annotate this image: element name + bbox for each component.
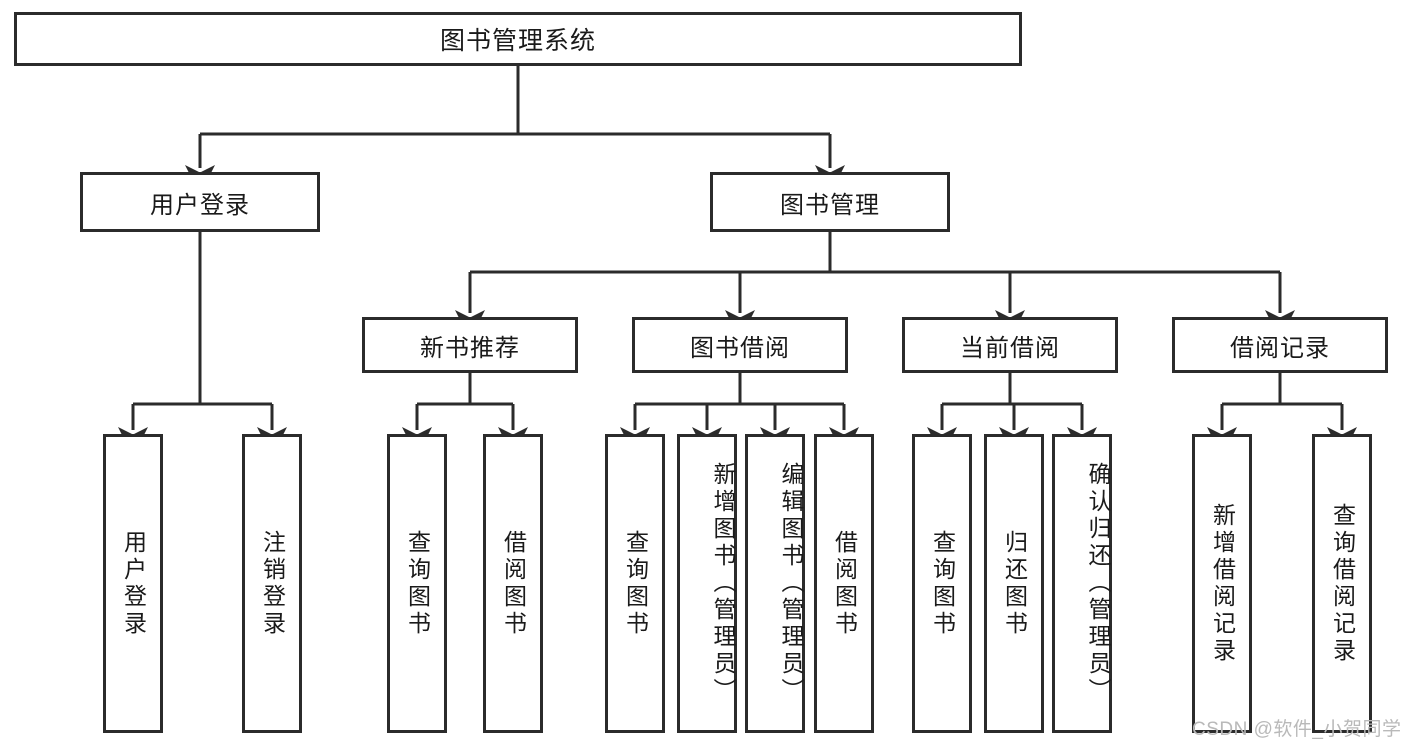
node-new-book-rec: 新书推荐 [362,317,578,373]
node-leaf-add-book-admin: 新增图书（管理员） [677,434,737,733]
node-label: 图书借阅 [690,334,790,362]
node-borrow-record: 借阅记录 [1172,317,1388,373]
node-label: 查询图书 [404,529,431,638]
node-label: 查询借阅记录 [1329,502,1356,665]
node-label: 查询图书 [929,529,956,638]
node-label: 用户登录 [150,191,250,219]
node-label: 注销登录 [259,529,286,638]
node-label: 当前借阅 [960,334,1060,362]
node-label: 确认归还（管理员） [1085,462,1111,705]
node-label: 图书管理系统 [439,27,596,55]
node-leaf-query-book-cur: 查询图书 [912,434,972,733]
node-leaf-borrow-book-rec: 借阅图书 [483,434,543,733]
node-label: 新增借阅记录 [1209,502,1236,665]
node-current-borrow: 当前借阅 [902,317,1118,373]
node-label: 归还图书 [1001,529,1028,638]
node-leaf-user-login: 用户登录 [103,434,163,733]
node-leaf-add-borrow-record: 新增借阅记录 [1192,434,1252,733]
node-book-borrow: 图书借阅 [632,317,848,373]
node-leaf-return-book: 归还图书 [984,434,1044,733]
node-label: 图书管理 [780,191,880,219]
node-leaf-query-book-borrow: 查询图书 [605,434,665,733]
node-root-root: 图书管理系统 [14,12,1022,66]
node-label: 用户登录 [120,529,147,638]
node-leaf-logout: 注销登录 [242,434,302,733]
node-label: 借阅记录 [1230,334,1330,362]
node-label: 编辑图书（管理员） [778,462,804,705]
node-label: 新增图书（管理员） [710,462,736,705]
node-book-manage: 图书管理 [710,172,950,232]
node-label: 借阅图书 [500,529,527,638]
node-label: 查询图书 [622,529,649,638]
node-leaf-query-book-rec: 查询图书 [387,434,447,733]
node-leaf-edit-book-admin: 编辑图书（管理员） [745,434,805,733]
csdn-watermark: CSDN @软件_小贺同学 [1192,719,1402,740]
node-label: 借阅图书 [831,529,858,638]
node-user-login: 用户登录 [80,172,320,232]
node-leaf-query-borrow-record: 查询借阅记录 [1312,434,1372,733]
node-leaf-confirm-return-admin: 确认归还（管理员） [1052,434,1112,733]
node-label: 新书推荐 [420,334,520,362]
node-leaf-borrow-book: 借阅图书 [814,434,874,733]
